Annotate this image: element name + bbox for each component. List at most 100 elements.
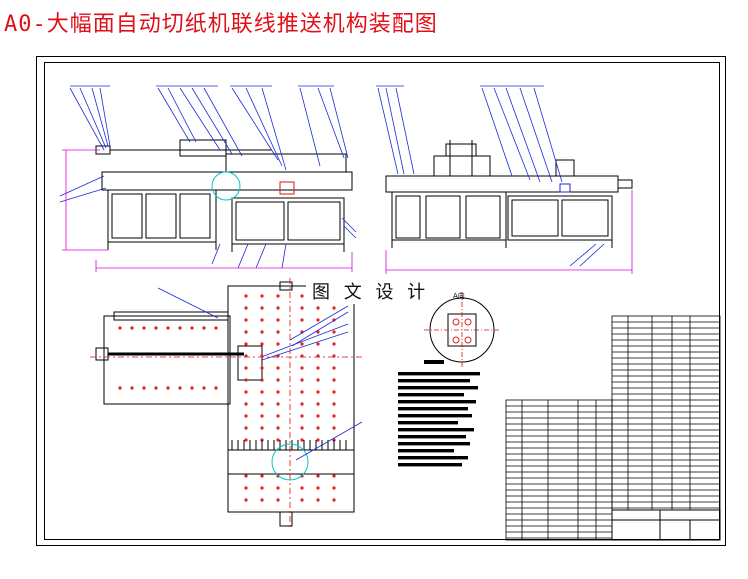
hole-marker — [244, 426, 248, 430]
notes-line — [398, 372, 480, 376]
hole-marker — [260, 474, 264, 478]
hole-marker — [244, 318, 248, 322]
hole-marker — [244, 414, 248, 418]
hole-marker — [300, 294, 304, 298]
hole-marker — [244, 378, 248, 382]
notes-line — [398, 421, 458, 425]
hole-marker — [316, 378, 320, 382]
hole-marker — [332, 354, 336, 358]
notes-line — [398, 449, 454, 453]
hole-marker — [332, 342, 336, 346]
hole-marker — [332, 306, 336, 310]
hole-marker — [316, 414, 320, 418]
hole-marker — [190, 326, 194, 330]
hole-marker — [142, 326, 146, 330]
hole-marker — [332, 414, 336, 418]
notes-line — [398, 428, 474, 432]
plan-hole-grid — [118, 294, 336, 502]
title-block — [611, 509, 721, 541]
hole-marker — [300, 438, 304, 442]
hole-marker — [244, 342, 248, 346]
hole-marker — [276, 498, 280, 502]
hole-marker — [276, 306, 280, 310]
notes-line — [398, 379, 470, 383]
hole-marker — [244, 366, 248, 370]
plan-highlight — [271, 443, 309, 481]
hole-marker — [276, 390, 280, 394]
hole-marker — [260, 306, 264, 310]
side-view — [385, 140, 633, 248]
hole-marker — [276, 366, 280, 370]
hole-marker — [260, 498, 264, 502]
hole-marker — [316, 474, 320, 478]
hole-marker — [260, 414, 264, 418]
hole-marker — [300, 306, 304, 310]
hole-marker — [142, 386, 146, 390]
hole-marker — [300, 378, 304, 382]
hole-marker — [118, 386, 122, 390]
hole-marker — [316, 354, 320, 358]
hole-marker — [260, 342, 264, 346]
parts-list — [505, 399, 613, 541]
notes-line — [398, 442, 470, 446]
front-view — [95, 139, 353, 252]
hole-marker — [130, 386, 134, 390]
side-view-leaders — [376, 85, 605, 267]
hole-marker — [332, 390, 336, 394]
hole-marker — [276, 438, 280, 442]
hole-marker — [260, 426, 264, 430]
front-view-highlight — [211, 171, 241, 201]
watermark-text: 图 文 设 计 — [306, 278, 436, 304]
notes-line — [398, 400, 476, 404]
hole-marker — [260, 330, 264, 334]
plan-leaders — [157, 287, 363, 461]
hole-marker — [260, 390, 264, 394]
hole-marker — [260, 402, 264, 406]
hole-marker — [276, 426, 280, 430]
notes-line — [398, 456, 468, 460]
hole-marker — [316, 390, 320, 394]
hole-marker — [154, 326, 158, 330]
notes-line — [398, 407, 468, 411]
hole-marker — [178, 326, 182, 330]
hole-marker — [316, 366, 320, 370]
detail-view-label: A向 — [453, 292, 465, 300]
hole-marker — [276, 342, 280, 346]
notes-line — [398, 386, 478, 390]
hole-marker — [300, 402, 304, 406]
hole-marker — [202, 386, 206, 390]
notes-line — [398, 435, 466, 439]
notes-line — [398, 414, 472, 418]
hole-marker — [244, 390, 248, 394]
hole-marker — [300, 486, 304, 490]
hole-marker — [244, 486, 248, 490]
hole-marker — [276, 414, 280, 418]
notes-heading — [424, 360, 444, 364]
front-view-leaders — [59, 85, 357, 269]
hole-marker — [214, 386, 218, 390]
hole-marker — [332, 498, 336, 502]
hole-marker — [244, 474, 248, 478]
hole-marker — [300, 366, 304, 370]
hole-marker — [260, 354, 264, 358]
bom-table — [611, 315, 721, 511]
hole-marker — [332, 474, 336, 478]
hole-marker — [332, 378, 336, 382]
hole-marker — [332, 426, 336, 430]
hole-marker — [316, 498, 320, 502]
drawing-title: A0-大幅面自动切纸机联线推送机构装配图 — [4, 12, 438, 37]
hole-marker — [316, 486, 320, 490]
hole-marker — [154, 386, 158, 390]
front-view-dimensions — [62, 149, 353, 272]
hole-marker — [316, 330, 320, 334]
hole-marker — [332, 402, 336, 406]
sheet-border-outer — [36, 56, 726, 546]
hole-marker — [190, 386, 194, 390]
hole-marker — [332, 486, 336, 490]
sheet-border-inner — [44, 62, 720, 540]
hole-marker — [244, 354, 248, 358]
plan-centerlines — [90, 278, 362, 530]
hole-marker — [260, 294, 264, 298]
hole-marker — [260, 318, 264, 322]
